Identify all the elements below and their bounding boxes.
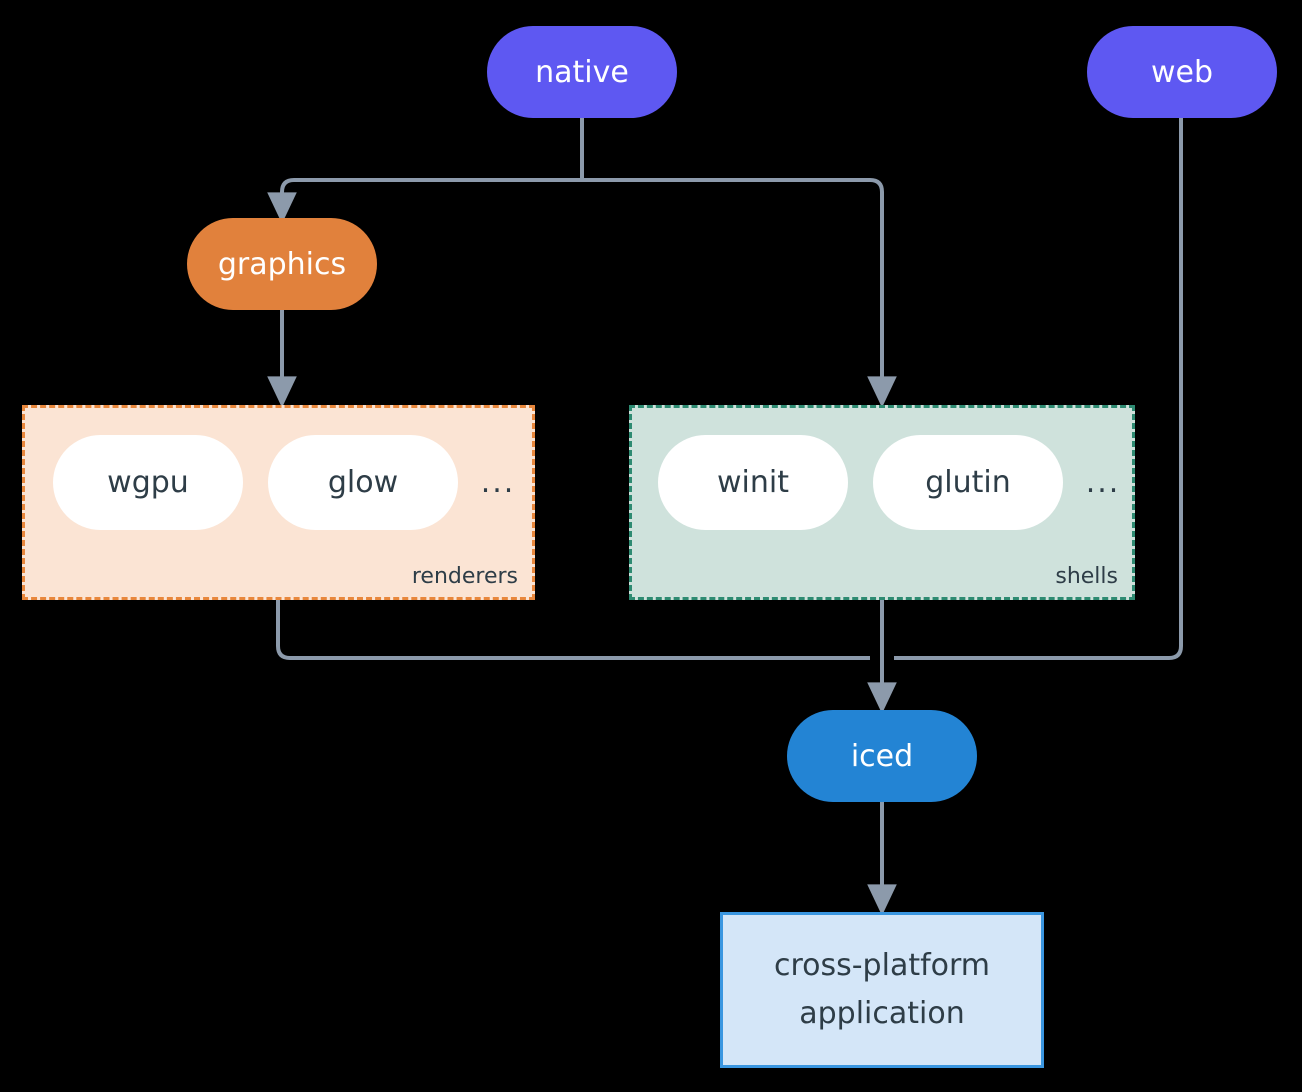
group-shells-label: shells — [1055, 564, 1118, 589]
renderers-more-ellipsis: ... — [480, 465, 516, 500]
node-native-label: native — [535, 54, 629, 90]
leaf-glutin[interactable]: glutin — [873, 435, 1063, 530]
node-graphics-label: graphics — [217, 246, 347, 282]
node-application[interactable]: cross-platform application — [720, 912, 1044, 1068]
leaf-glutin-label: glutin — [925, 465, 1011, 500]
node-native[interactable]: native — [487, 26, 677, 118]
leaf-winit[interactable]: winit — [658, 435, 848, 530]
edge-renderers-iced — [276, 600, 870, 660]
node-web-label: web — [1150, 54, 1214, 90]
shells-more-ellipsis: ... — [1085, 465, 1121, 500]
node-application-line2: application — [799, 996, 965, 1031]
group-renderers[interactable]: wgpu glow ... renderers — [22, 405, 535, 600]
group-renderers-label: renderers — [411, 564, 518, 589]
node-application-line1: cross-platform — [773, 948, 991, 983]
leaf-glow[interactable]: glow — [268, 435, 458, 530]
leaf-wgpu[interactable]: wgpu — [53, 435, 243, 530]
node-graphics[interactable]: graphics — [187, 218, 377, 310]
node-iced[interactable]: iced — [787, 710, 977, 802]
group-shells[interactable]: winit glutin ... shells — [629, 405, 1135, 600]
leaf-glow-label: glow — [327, 465, 399, 500]
node-iced-label: iced — [850, 738, 914, 774]
node-web[interactable]: web — [1087, 26, 1277, 118]
edge-native-shells — [582, 178, 897, 408]
leaf-winit-label: winit — [717, 465, 789, 500]
edge-native-graphics — [267, 178, 582, 224]
leaf-wgpu-label: wgpu — [107, 465, 189, 500]
